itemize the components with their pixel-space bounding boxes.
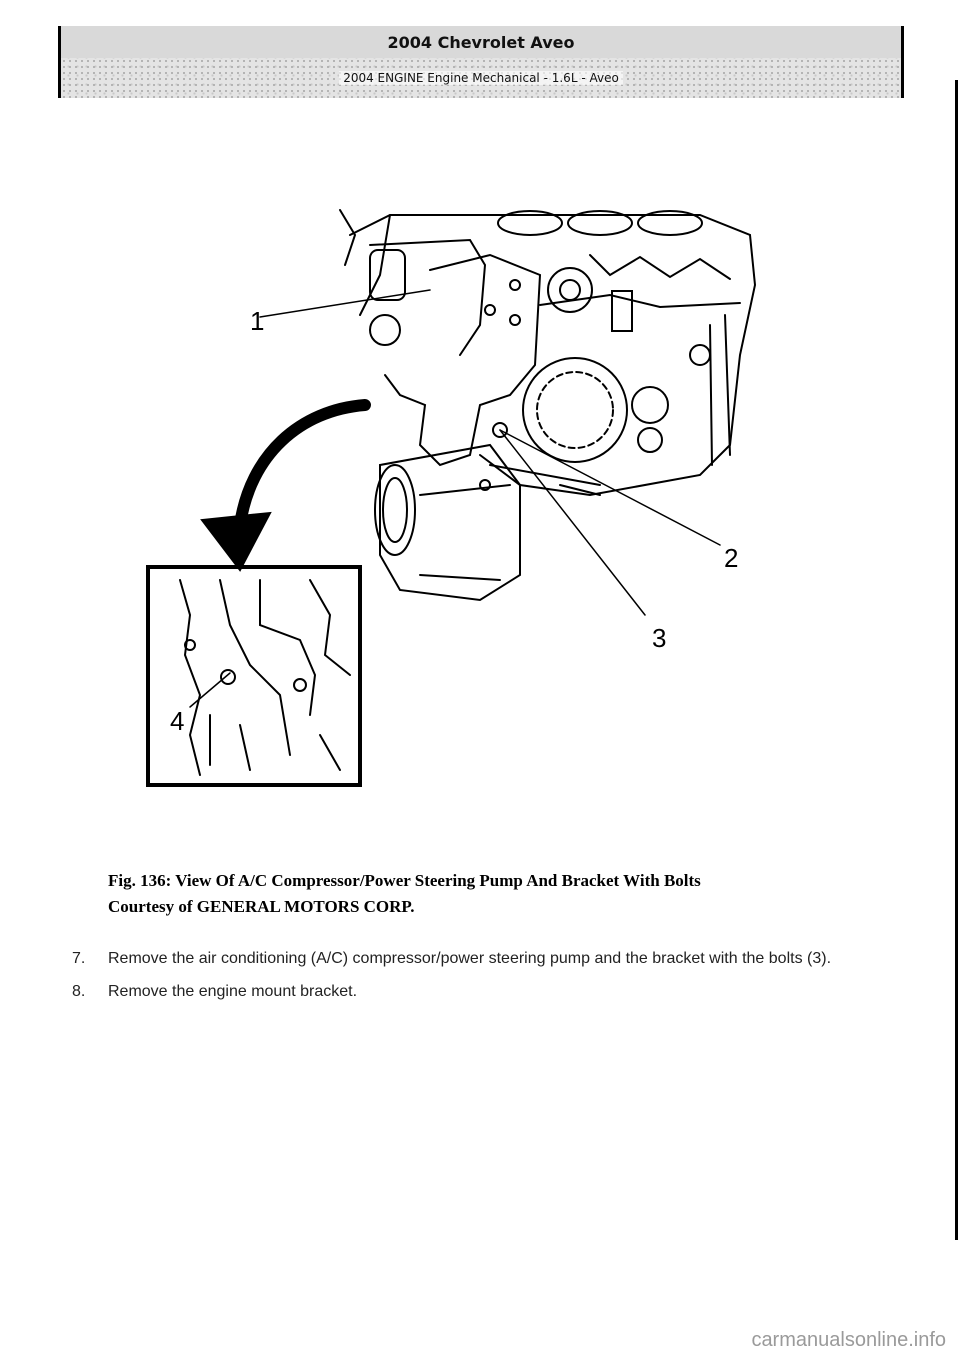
site-watermark: carmanualsonline.info	[751, 1329, 946, 1351]
pump-bracket-drawing	[339, 209, 542, 602]
figure-caption-credit: Courtesy of GENERAL MOTORS CORP.	[108, 897, 415, 916]
callout-label-2: 2	[724, 543, 738, 573]
figure-caption: Fig. 136: View Of A/C Compressor/Power S…	[108, 868, 908, 920]
procedure-step: 8. Remove the engine mount bracket.	[72, 978, 912, 1005]
callout-label-1: 1	[250, 306, 264, 336]
document-title: 2004 Chevrolet Aveo	[387, 32, 575, 52]
callout-label-4: 4	[170, 706, 184, 736]
callout-leaders	[189, 289, 721, 708]
inset-detail	[146, 565, 362, 787]
document-subtitle: 2004 ENGINE Engine Mechanical - 1.6L - A…	[339, 71, 623, 85]
page-edge-rule	[955, 80, 958, 1240]
step-number: 7.	[72, 950, 86, 967]
document-subtitle-bar: 2004 ENGINE Engine Mechanical - 1.6L - A…	[58, 58, 904, 98]
engine-block-drawing	[349, 210, 757, 497]
procedure-step: 7. Remove the air conditioning (A/C) com…	[72, 945, 912, 972]
step-text: Remove the engine mount bracket.	[108, 983, 358, 1000]
engine-illustration: 1 2 3 4	[146, 209, 757, 787]
procedure-steps: 7. Remove the air conditioning (A/C) com…	[72, 945, 912, 1011]
step-number: 8.	[72, 983, 86, 1000]
callout-label-3: 3	[652, 623, 666, 653]
document-title-bar: 2004 Chevrolet Aveo	[58, 26, 904, 58]
figure-caption-title: Fig. 136: View Of A/C Compressor/Power S…	[108, 871, 701, 890]
step-text: Remove the air conditioning (A/C) compre…	[108, 950, 832, 967]
direction-arrow	[200, 399, 371, 572]
